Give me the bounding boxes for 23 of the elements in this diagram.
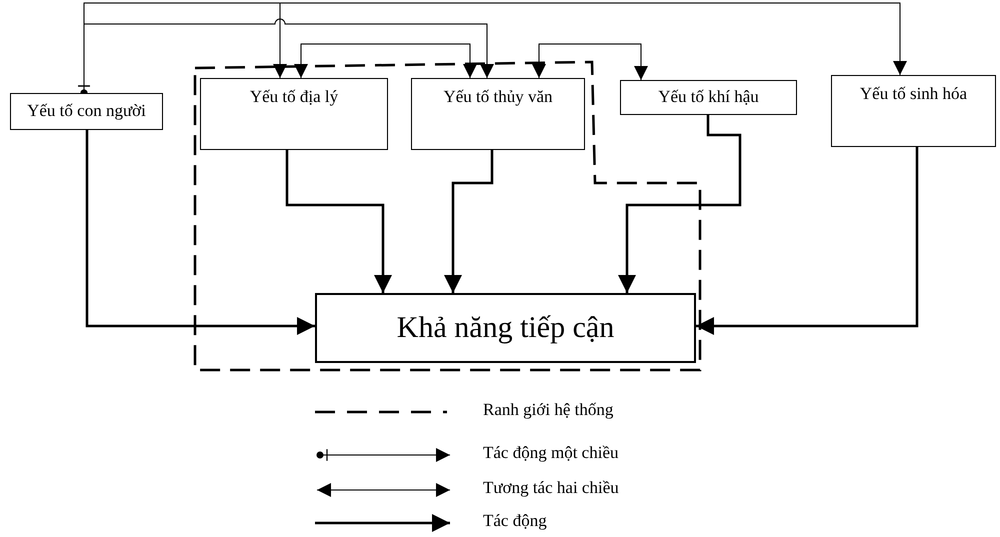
factor-box — [620, 80, 797, 115]
factor-box — [200, 78, 388, 150]
arrow — [696, 147, 918, 335]
arrow — [86, 130, 315, 335]
factor-box — [411, 78, 585, 150]
factor-box — [315, 293, 696, 363]
box-label: Yếu tố con người — [27, 101, 146, 122]
arrow — [286, 150, 392, 293]
arrow — [532, 44, 648, 80]
box-label: Yếu tố khí hậu — [658, 87, 759, 108]
legend-text: Tương tác hai chiều — [483, 478, 619, 498]
arrow — [618, 115, 742, 293]
box-label: Yếu tố địa lý — [250, 87, 338, 108]
legend-text: Tác động — [483, 511, 547, 532]
legend-text: Ranh giới hệ thống — [483, 400, 614, 420]
box-label: Yếu tố sinh hóa — [860, 84, 968, 104]
arrow — [294, 44, 477, 78]
arrow — [444, 150, 494, 293]
box-label: Yếu tố thủy văn — [443, 87, 553, 108]
factor-box — [831, 75, 996, 147]
box-label: Khả năng tiếp cận — [396, 310, 614, 346]
legend-text: Tác động một chiều — [483, 443, 618, 464]
factor-box — [10, 93, 163, 130]
